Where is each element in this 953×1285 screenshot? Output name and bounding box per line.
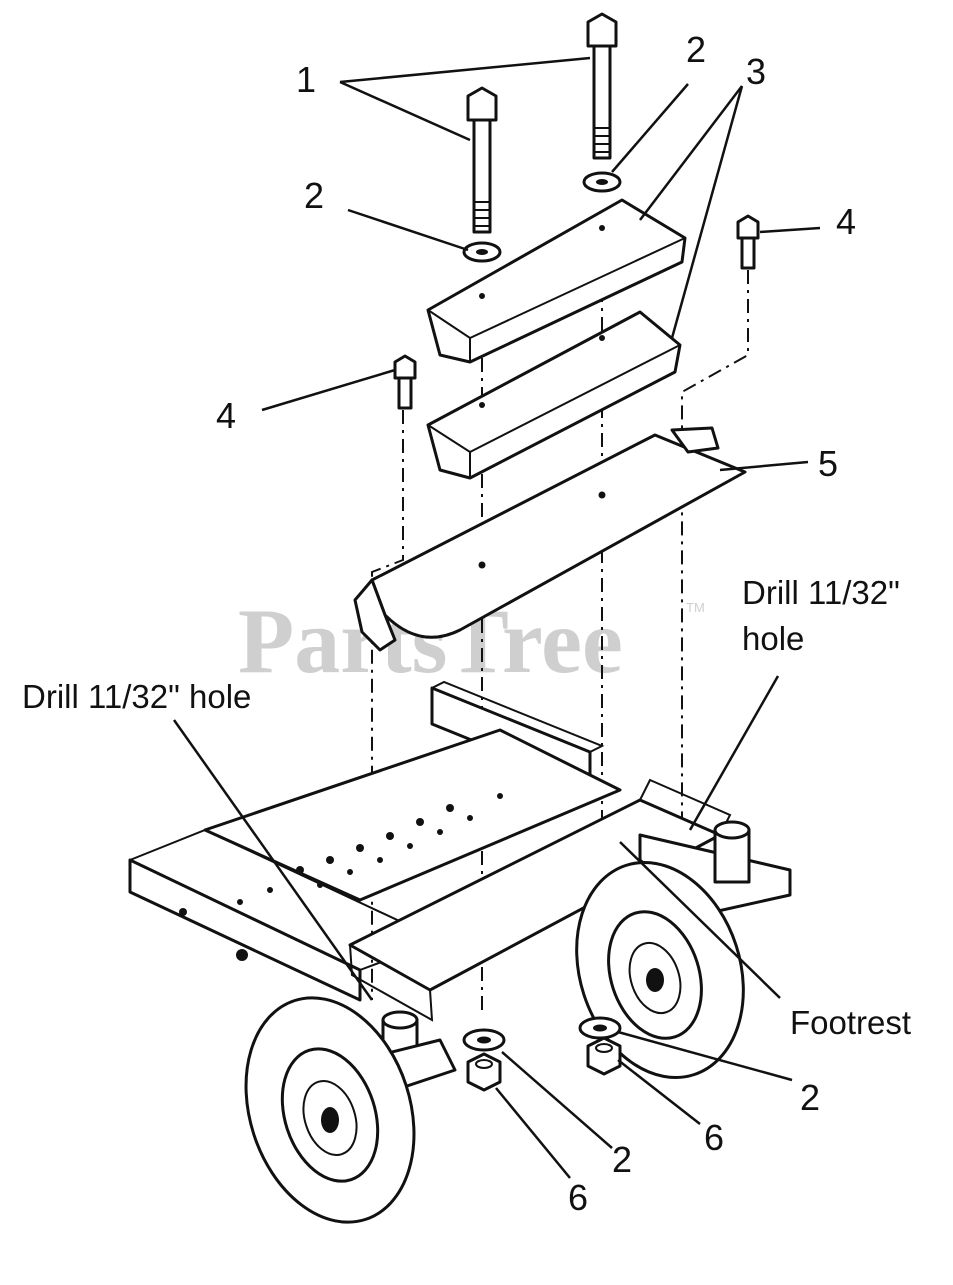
- callout-4-left: 4: [216, 395, 236, 436]
- callout-4-right: 4: [836, 201, 856, 242]
- annotation-notes: Drill 11/32" hole Drill 11/32" hole Foot…: [22, 574, 911, 1041]
- callout-5: 5: [818, 443, 838, 484]
- callout-2-left: 2: [304, 175, 324, 216]
- note-drill-right-line2: hole: [742, 620, 804, 657]
- right-screw-shank: [740, 236, 756, 270]
- mower-frame: [128, 680, 792, 1022]
- callout-6-left: 6: [568, 1177, 588, 1218]
- callout-3: 3: [746, 51, 766, 92]
- callout-2-lower-right: 2: [800, 1077, 820, 1118]
- centerline-left-screw: [371, 410, 404, 1000]
- note-drill-right-line1: Drill 11/32": [742, 574, 900, 611]
- bracket-rear-tab: [670, 426, 720, 454]
- lower-pad-body: [426, 310, 682, 480]
- part-2-washers: [462, 171, 622, 1052]
- left-bolt-head: [466, 86, 498, 122]
- part-3-lower-pad: [426, 310, 682, 480]
- right-screw-head: [736, 214, 760, 240]
- frame-plate: [203, 728, 622, 902]
- callout-labels: 1 2 3 2 4 4 5 2 6 2 6: [216, 29, 856, 1218]
- callout-1: 1: [296, 59, 316, 100]
- callout-2-lower-left: 2: [612, 1139, 632, 1180]
- bracket-plate: [370, 433, 747, 639]
- centerline-right-screw: [681, 270, 749, 840]
- frame-holes: [179, 793, 503, 961]
- watermark-trademark: TM: [686, 600, 705, 615]
- left-screw-shank: [397, 376, 413, 410]
- note-drill-left: Drill 11/32" hole: [22, 678, 251, 715]
- part-4-screws: [393, 214, 760, 410]
- part-6-nuts: [466, 1036, 622, 1092]
- left-screw-head: [393, 354, 417, 380]
- right-bolt-shank: [592, 44, 612, 160]
- part-5-mounting-bracket: [353, 426, 747, 652]
- note-footrest: Footrest: [790, 1004, 911, 1041]
- leader-lines: [172, 56, 821, 1179]
- upper-pad-body: [426, 198, 687, 364]
- left-side-rail: [128, 858, 362, 1002]
- bracket-left-lip: [353, 578, 397, 652]
- part-3-upper-pad: [426, 198, 687, 364]
- part-1-bolts: [466, 12, 618, 234]
- right-bolt-head: [586, 12, 618, 48]
- left-caster-wheel: [244, 996, 457, 1224]
- callout-6-right: 6: [704, 1117, 724, 1158]
- left-bolt-shank: [472, 118, 492, 234]
- callout-2-top: 2: [686, 29, 706, 70]
